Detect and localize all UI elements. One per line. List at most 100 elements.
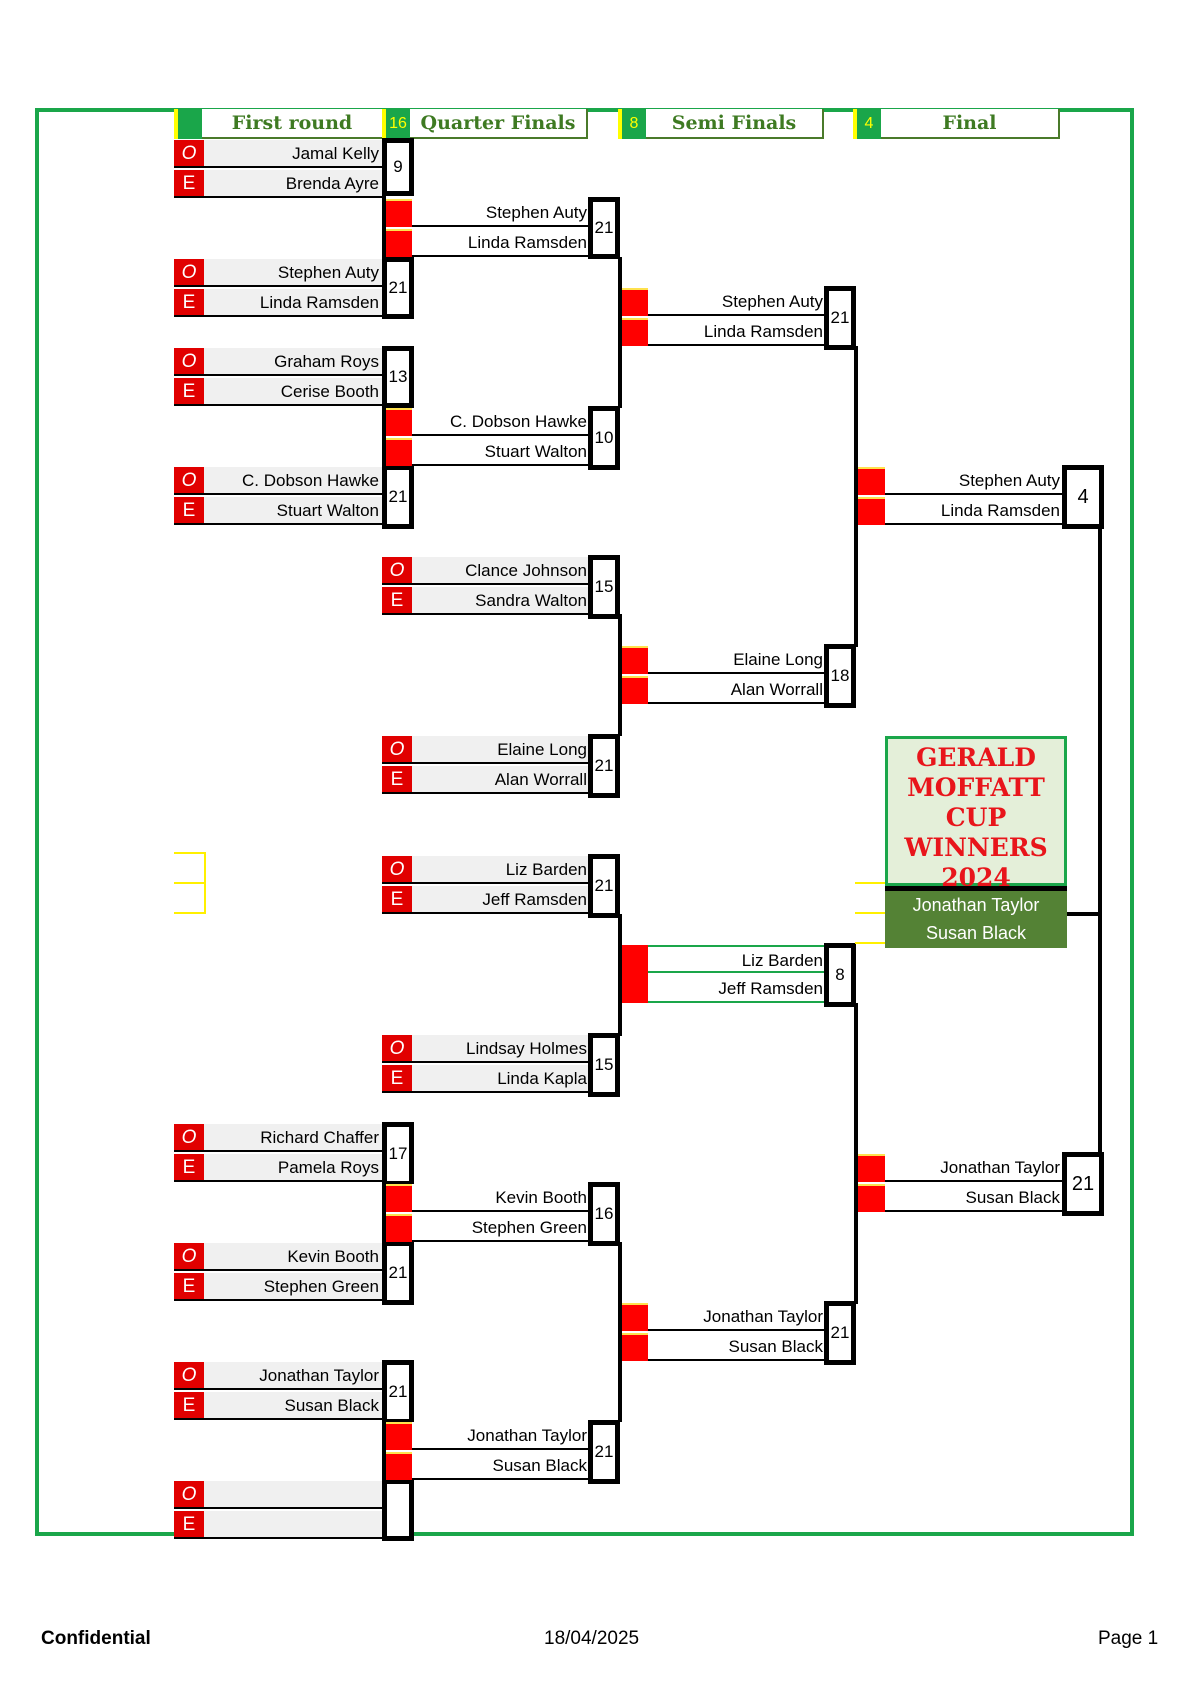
player-name: Stuart Walton	[204, 497, 382, 525]
result-marker	[620, 288, 648, 316]
header-count-16: 16	[382, 109, 410, 139]
odd-tag: O	[382, 736, 412, 764]
player-name: Linda Kapla	[412, 1065, 590, 1093]
even-tag: E	[382, 886, 412, 914]
match-score: 17	[382, 1122, 414, 1186]
header-marker	[174, 109, 202, 139]
bracket-connector	[618, 614, 622, 736]
match-score: 21	[382, 257, 414, 319]
player-name: Linda Ramsden	[412, 229, 590, 257]
bracket-connector	[382, 196, 386, 259]
odd-tag: O	[174, 1362, 204, 1390]
player-name: Cerise Booth	[204, 378, 382, 406]
odd-tag: O	[174, 467, 204, 495]
cup-title-line: WINNERS	[904, 833, 1048, 862]
bracket-connector	[618, 914, 622, 1036]
player-name: Stephen Green	[412, 1214, 590, 1242]
player-name: Jonathan Taylor	[648, 1303, 826, 1331]
match-score: 21	[382, 1360, 414, 1424]
match-score: 21	[588, 734, 620, 798]
even-tag: E	[174, 1273, 204, 1301]
result-marker	[857, 1184, 885, 1212]
player-name: Stephen Auty	[412, 199, 590, 227]
footer-page-number: Page 1	[1098, 1628, 1159, 1649]
match-score: 13	[382, 346, 414, 408]
guide-line	[204, 852, 206, 914]
even-tag: E	[382, 766, 412, 794]
player-name: Susan Black	[204, 1392, 382, 1420]
result-marker	[384, 1184, 412, 1212]
result-marker	[384, 408, 412, 436]
match-score: 8	[824, 943, 856, 1007]
player-name: Susan Black	[885, 1184, 1063, 1212]
match-score: 21	[588, 854, 620, 918]
result-marker	[620, 646, 648, 674]
player-name	[204, 1481, 382, 1509]
player-name: Jonathan Taylor	[412, 1422, 590, 1450]
bracket-connector	[618, 257, 622, 408]
player-name: Jamal Kelly	[204, 140, 382, 168]
header-count-8: 8	[618, 109, 646, 139]
player-name: Stephen Auty	[204, 259, 382, 287]
player-name: Kevin Booth	[204, 1243, 382, 1271]
bracket-connector	[854, 346, 858, 647]
guide-line	[174, 852, 206, 854]
result-marker	[620, 945, 648, 973]
even-tag: E	[382, 587, 412, 615]
cup-winners: Jonathan Taylor Susan Black	[885, 886, 1067, 948]
match-score: 21	[382, 465, 414, 529]
player-name: Brenda Ayre	[204, 170, 382, 198]
player-name: Kevin Booth	[412, 1184, 590, 1212]
match-score: 15	[588, 555, 620, 619]
player-name: Stephen Green	[204, 1273, 382, 1301]
odd-tag: O	[174, 259, 204, 287]
odd-tag: O	[382, 856, 412, 884]
match-score: 18	[824, 644, 856, 708]
even-tag: E	[174, 170, 204, 198]
even-tag: E	[174, 1511, 204, 1539]
result-marker	[620, 676, 648, 704]
player-name: Alan Worrall	[412, 766, 590, 794]
player-name: Lindsay Holmes	[412, 1035, 590, 1063]
match-score: 21	[382, 1241, 414, 1305]
bracket-connector	[382, 404, 386, 467]
header-final: Final	[881, 109, 1060, 139]
match-score: 16	[588, 1182, 620, 1246]
winner-name: Jonathan Taylor	[912, 895, 1040, 915]
header-count-4: 4	[853, 109, 881, 139]
even-tag: E	[174, 378, 204, 406]
match-score: 15	[588, 1033, 620, 1097]
result-marker	[857, 497, 885, 525]
player-name: Jeff Ramsden	[412, 886, 590, 914]
even-tag: E	[174, 289, 204, 317]
odd-tag: O	[174, 1481, 204, 1509]
even-tag: E	[382, 1065, 412, 1093]
odd-tag: O	[174, 348, 204, 376]
match-score: 10	[588, 406, 620, 470]
result-marker	[384, 229, 412, 257]
bracket-connector	[382, 1420, 386, 1483]
even-tag: E	[174, 1154, 204, 1182]
player-name: Elaine Long	[412, 736, 590, 764]
match-score: 21	[824, 286, 856, 350]
final-score: 4	[1062, 465, 1104, 529]
player-name: Jeff Ramsden	[648, 975, 826, 1003]
player-name: Graham Roys	[204, 348, 382, 376]
guide-line	[855, 942, 885, 944]
player-name: Pamela Roys	[204, 1154, 382, 1182]
player-name: C. Dobson Hawke	[412, 408, 590, 436]
guide-line	[174, 912, 206, 914]
header-semi-finals: Semi Finals	[646, 109, 824, 139]
match-score	[382, 1479, 414, 1541]
winner-name: Susan Black	[925, 923, 1027, 943]
odd-tag: O	[174, 1124, 204, 1152]
cup-title-line: CUP	[945, 803, 1007, 832]
bracket-connector	[382, 1182, 386, 1245]
result-marker	[620, 1303, 648, 1331]
player-name: Liz Barden	[412, 856, 590, 884]
guide-line	[855, 912, 885, 914]
odd-tag: O	[174, 1243, 204, 1271]
player-name: Elaine Long	[648, 646, 826, 674]
odd-tag: O	[382, 1035, 412, 1063]
even-tag: E	[174, 1392, 204, 1420]
